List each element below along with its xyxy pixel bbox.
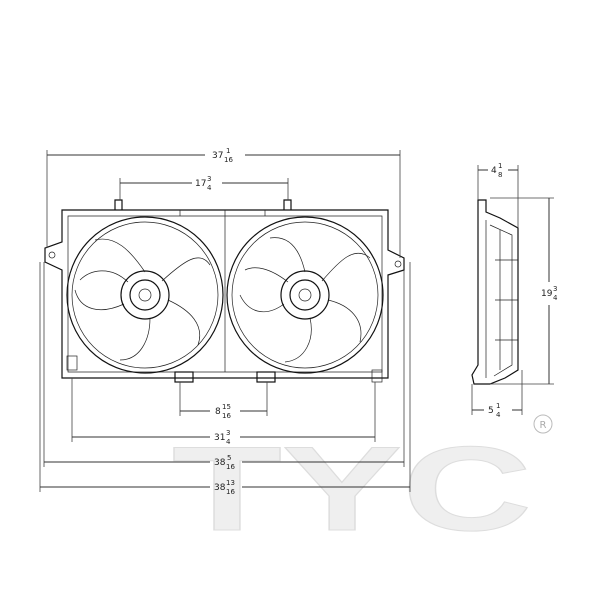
dimension-label-depth-bottom: 5 1 4 — [488, 402, 501, 419]
tyc-watermark: TYC R — [172, 414, 553, 557]
svg-text:13: 13 — [226, 479, 235, 487]
registered-letter: R — [540, 420, 547, 431]
svg-text:31: 31 — [214, 433, 225, 443]
dimension-label-height: 19 3 4 — [541, 285, 558, 302]
svg-text:4: 4 — [226, 438, 231, 446]
svg-text:8: 8 — [215, 407, 221, 417]
dimension-label-bottom-mount: 8 15 16 — [215, 403, 231, 420]
svg-text:5: 5 — [227, 454, 231, 462]
watermark-brand: TYC — [172, 422, 532, 556]
front-view — [44, 199, 405, 383]
dimension-label-bracket-width: 38 5 16 — [214, 454, 235, 471]
svg-text:16: 16 — [226, 463, 235, 471]
left-fan — [66, 216, 224, 374]
svg-text:1: 1 — [498, 162, 502, 170]
svg-text:8: 8 — [498, 171, 502, 179]
registered-mark-icon — [533, 414, 553, 434]
dimension-label-overall-width: 38 13 16 — [214, 479, 235, 496]
svg-text:16: 16 — [222, 412, 231, 420]
svg-text:1: 1 — [226, 147, 230, 155]
dimension-label-depth-top: 4 1 8 — [491, 162, 502, 179]
svg-text:1: 1 — [496, 402, 500, 410]
svg-text:3: 3 — [226, 429, 230, 437]
right-fan — [226, 216, 384, 374]
dimension-label-lower-mount: 31 3 4 — [214, 429, 231, 446]
svg-text:5: 5 — [488, 406, 494, 416]
svg-text:3: 3 — [207, 175, 211, 183]
svg-text:38: 38 — [214, 458, 226, 468]
svg-text:16: 16 — [226, 488, 235, 496]
dimension-label-overall-top: 37 1 16 — [212, 147, 233, 164]
svg-text:4: 4 — [496, 411, 501, 419]
extension-lines — [39, 150, 554, 492]
side-view — [471, 199, 519, 385]
svg-text:37: 37 — [212, 151, 223, 161]
svg-text:15: 15 — [222, 403, 231, 411]
svg-text:16: 16 — [224, 156, 233, 164]
dimension-label-fan-spacing: 17 3 4 — [195, 175, 212, 192]
svg-text:17: 17 — [195, 179, 206, 189]
svg-text:38: 38 — [214, 483, 226, 493]
svg-text:3: 3 — [553, 285, 557, 293]
svg-text:4: 4 — [553, 294, 558, 302]
dimension-lines — [40, 154, 550, 488]
svg-text:4: 4 — [491, 166, 497, 176]
svg-text:19: 19 — [541, 289, 553, 299]
svg-text:4: 4 — [207, 184, 212, 192]
